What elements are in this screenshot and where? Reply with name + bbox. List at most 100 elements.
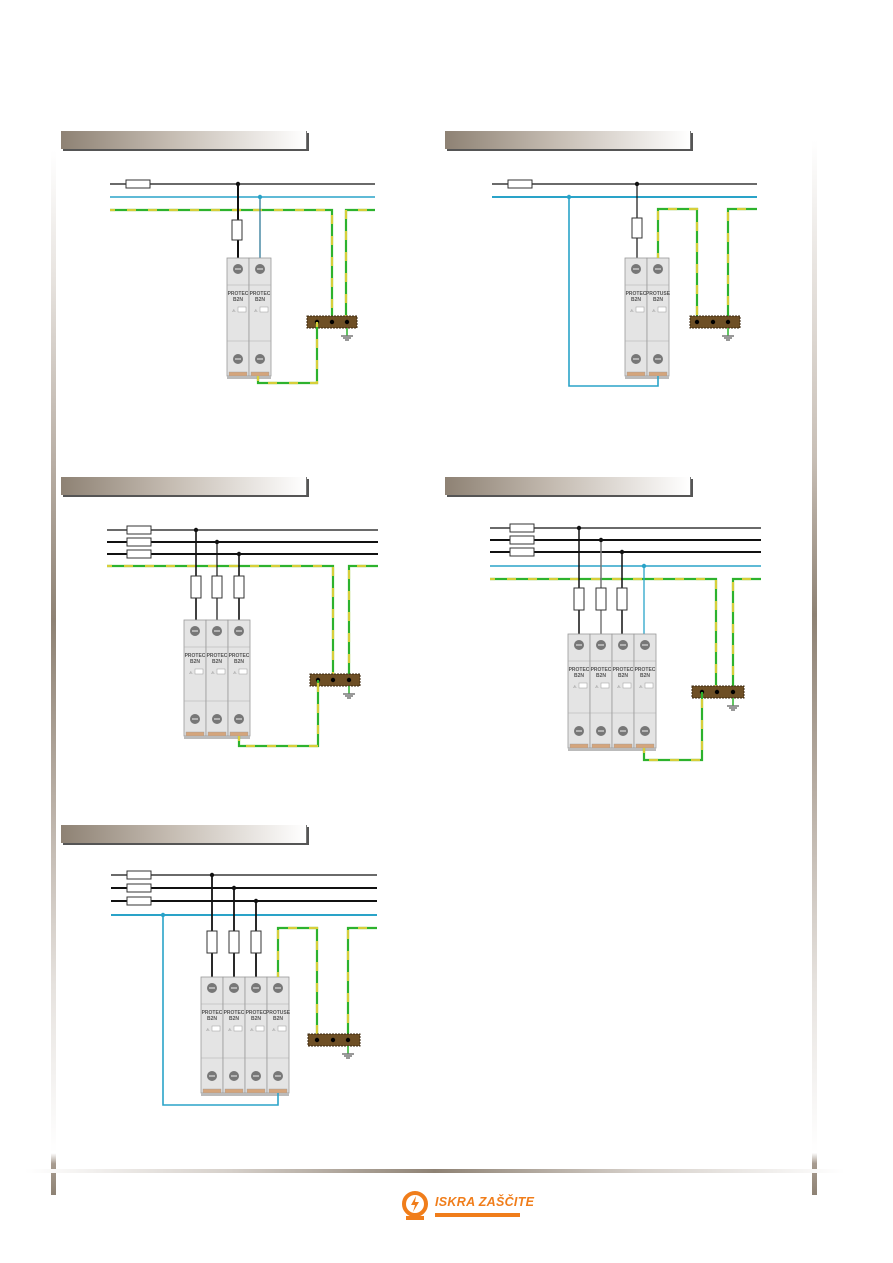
- n-return-line: [568, 197, 659, 387]
- pe-bond-stripe: [237, 680, 320, 748]
- din-rail: [201, 1093, 289, 1096]
- pe-line-out: [346, 926, 377, 1040]
- main-fuse: [509, 535, 535, 545]
- warning-icon: ⚠: [254, 308, 258, 313]
- pe-line-out: [731, 577, 761, 692]
- din-clip: [648, 371, 668, 377]
- spd-fuse: [231, 219, 243, 241]
- page-frame-right-bar: [812, 140, 817, 1195]
- module-label-line1: PROTEC: [207, 653, 228, 659]
- module-label-line2: B2N: [212, 659, 222, 665]
- pe-bond: [237, 680, 320, 748]
- module-label-line2: B2N: [618, 673, 628, 679]
- pe-bond-stripe: [256, 322, 319, 385]
- main-fuse: [126, 549, 152, 559]
- status-window: [194, 668, 204, 675]
- din-clip: [228, 371, 248, 377]
- warning-icon: ⚠: [595, 684, 599, 689]
- spd-fuse: [233, 575, 245, 599]
- warning-icon: ⚠: [211, 670, 215, 675]
- warning-icon: ⚠: [639, 684, 643, 689]
- module-label-line2: B2N: [229, 1016, 239, 1022]
- module-label-line1: PROTEC: [591, 667, 612, 673]
- din-clip: [229, 731, 249, 737]
- din-clip: [635, 743, 655, 749]
- status-window: [211, 1025, 221, 1032]
- junction-dot: [257, 194, 263, 200]
- diagram-d5: PROTECB2N⚠PROTECB2N⚠PROTECB2N⚠PROTUSEB2N…: [111, 870, 377, 1106]
- junction-dot: [236, 551, 242, 557]
- din-clip: [246, 1088, 266, 1094]
- status-window: [233, 1025, 243, 1032]
- section-header-d5: [61, 825, 307, 843]
- warning-icon: ⚠: [652, 308, 656, 313]
- main-fuse: [126, 883, 152, 893]
- busbar-terminal: [346, 677, 352, 683]
- junction-dot: [209, 872, 215, 878]
- main-fuse: [126, 525, 152, 535]
- main-fuse: [509, 523, 535, 533]
- warning-icon: ⚠: [630, 308, 634, 313]
- pe-line-stripe: [656, 207, 699, 322]
- module-label-line2: B2N: [273, 1016, 283, 1022]
- lightning-circle-icon: [402, 1191, 428, 1220]
- warning-icon: ⚠: [250, 1027, 254, 1032]
- din-clip: [202, 1088, 222, 1094]
- pe-line-out-stripe: [344, 208, 375, 320]
- section-header-d2: [445, 131, 691, 149]
- busbar-terminal: [694, 319, 700, 325]
- module-label-line1: PROTEC: [228, 291, 249, 297]
- module-label-line2: B2N: [255, 297, 265, 303]
- status-window: [216, 668, 226, 675]
- warning-icon: ⚠: [233, 670, 237, 675]
- section-header-d4: [445, 477, 691, 495]
- status-window: [277, 1025, 287, 1032]
- din-clip: [626, 371, 646, 377]
- module-label-line1: PROTEC: [246, 1010, 267, 1016]
- main-fuse: [126, 896, 152, 906]
- din-clip: [185, 731, 205, 737]
- pe-line-out: [726, 207, 757, 322]
- junction-dot: [214, 539, 220, 545]
- module-label-line2: B2N: [640, 673, 650, 679]
- brand-name: ISKRA ZAŠČITE: [435, 1195, 535, 1209]
- module-label-line1: PROTEC: [202, 1010, 223, 1016]
- din-clip: [613, 743, 633, 749]
- status-window: [259, 306, 269, 313]
- busbar-terminal: [725, 319, 731, 325]
- module-label-line2: B2N: [234, 659, 244, 665]
- spd-fuse: [190, 575, 202, 599]
- main-fuse: [126, 537, 152, 547]
- spd-fuse: [211, 575, 223, 599]
- busbar-terminal: [329, 319, 335, 325]
- module-label-line2: B2N: [596, 673, 606, 679]
- module-label-line2: B2N: [207, 1016, 217, 1022]
- spd-fuse: [573, 587, 585, 611]
- section-header-d3: [61, 477, 307, 495]
- din-clip: [569, 743, 589, 749]
- status-window: [238, 668, 248, 675]
- module-label-line2: B2N: [251, 1016, 261, 1022]
- brand-logo: ISKRA ZAŠČITE: [400, 1190, 534, 1224]
- spd-fuse: [250, 930, 262, 954]
- pe-line-stripe: [276, 926, 319, 1040]
- status-window: [237, 306, 247, 313]
- din-clip: [224, 1088, 244, 1094]
- din-rail: [227, 376, 271, 379]
- busbar-terminal: [714, 689, 720, 695]
- module-label-line1: PROTEC: [569, 667, 590, 673]
- junction-dot: [598, 537, 604, 543]
- module-label-line1: PROTUSE: [266, 1010, 291, 1016]
- status-window: [255, 1025, 265, 1032]
- module-label-line2: B2N: [653, 297, 663, 303]
